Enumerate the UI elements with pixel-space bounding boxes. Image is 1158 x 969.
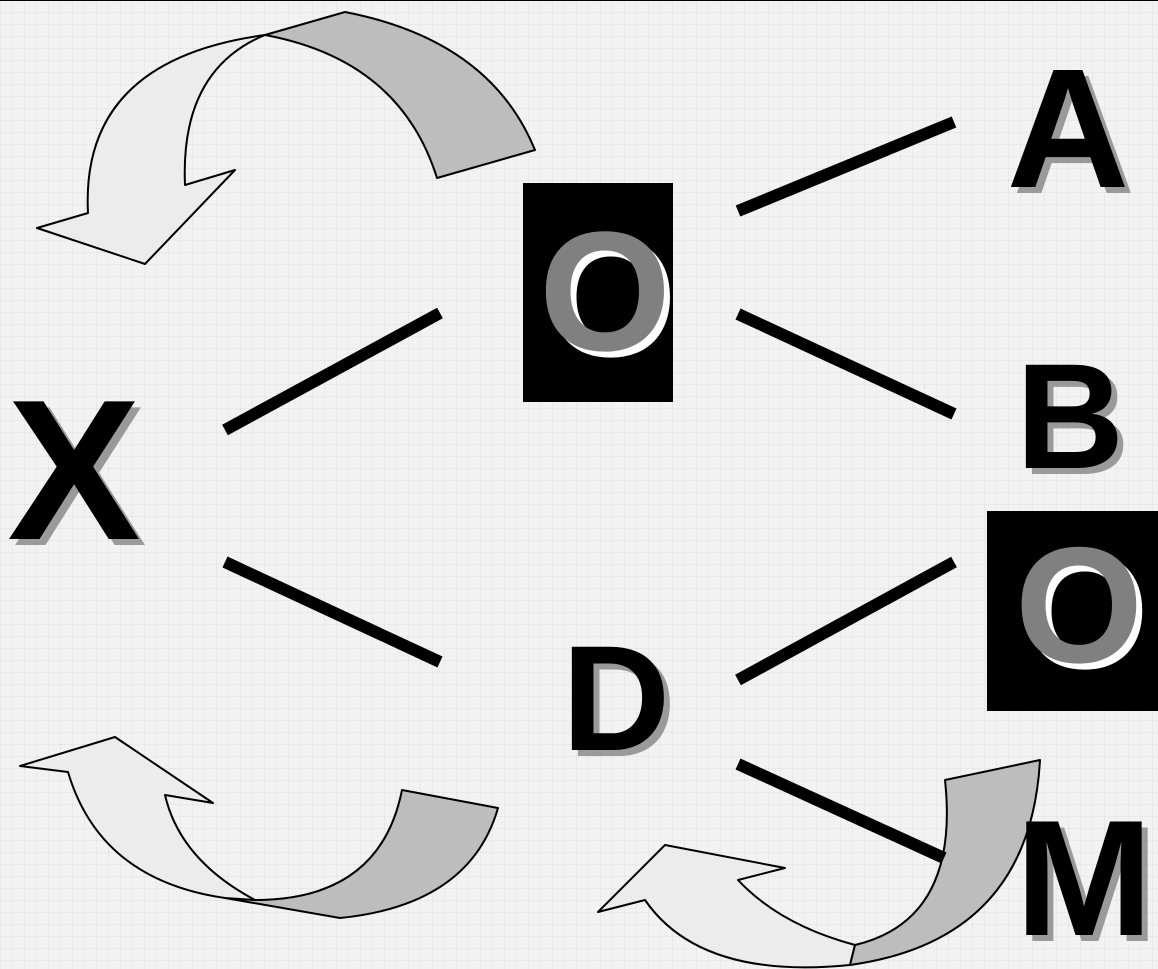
node-x-label: X	[7, 359, 140, 582]
node-b: B B	[1016, 332, 1130, 506]
cycle-arrow-bottom-right	[598, 760, 1040, 967]
line-o-b	[738, 314, 954, 414]
node-d: D D	[562, 614, 676, 788]
node-a: A A	[1007, 34, 1136, 230]
line-x-o	[225, 313, 440, 430]
node-o-top: O O	[539, 197, 677, 393]
node-b-label: B	[1016, 332, 1124, 500]
node-m-label: M	[1015, 786, 1152, 969]
node-a-label: A	[1007, 34, 1130, 224]
line-d-o	[738, 562, 954, 680]
line-d-m	[738, 764, 944, 858]
node-x: X X	[7, 359, 146, 588]
cycle-arrow-top-left	[37, 12, 535, 264]
arrow-band-front	[37, 35, 265, 264]
line-o-a	[738, 122, 954, 211]
node-o-right: O O	[1015, 513, 1149, 703]
arrow-band-back	[265, 12, 535, 178]
arrow-band-front	[20, 737, 255, 900]
node-d-label: D	[562, 614, 670, 782]
node-m: M M	[1015, 786, 1158, 969]
node-o-right-label: O	[1015, 513, 1143, 697]
arrow-band-front	[598, 845, 855, 967]
line-x-d	[225, 562, 440, 662]
arrow-band-back	[850, 760, 1040, 965]
arrow-band-back	[225, 790, 498, 918]
node-o-top-label: O	[539, 197, 671, 387]
cycle-arrow-bottom-left	[20, 737, 498, 918]
